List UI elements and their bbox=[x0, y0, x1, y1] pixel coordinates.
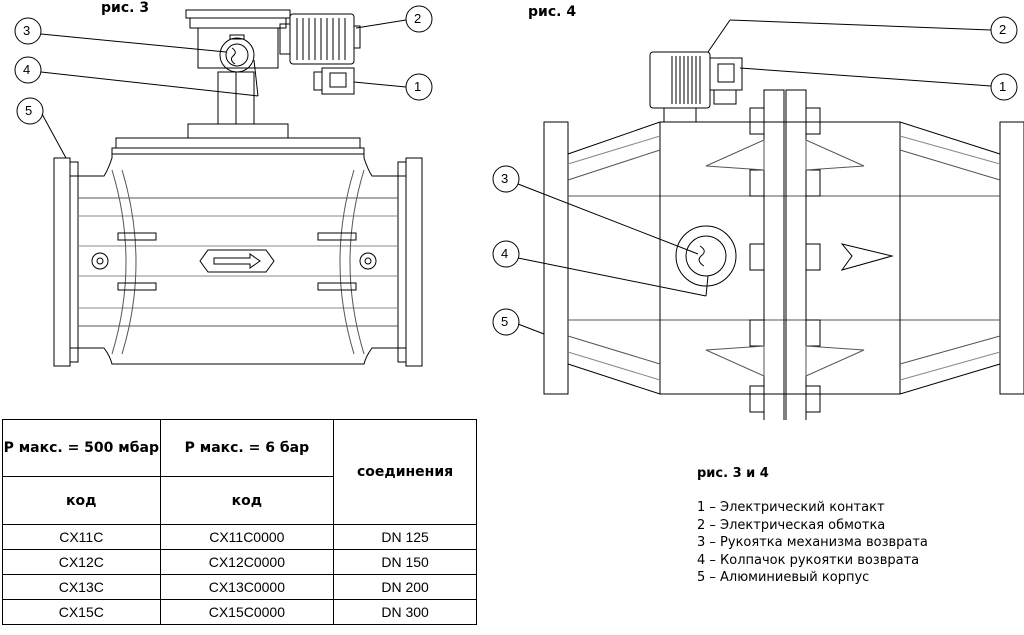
cell-connection: DN 150 bbox=[333, 549, 477, 575]
legend-title: рис. 3 и 4 bbox=[697, 466, 769, 481]
table-row: CX13C CX13C0000 DN 200 bbox=[2, 574, 477, 600]
header-pmax-500: P макс. = 500 мбар bbox=[2, 419, 161, 477]
cell-code-500: CX15C bbox=[2, 599, 161, 625]
table-row: CX11C CX11C0000 DN 125 bbox=[2, 524, 477, 550]
legend-item: 1 – Электрический контакт bbox=[697, 500, 885, 515]
fig3-callouts bbox=[15, 6, 432, 158]
header-code-500: код bbox=[2, 476, 161, 525]
specification-table: P макс. = 500 мбар P макс. = 6 бар соеди… bbox=[2, 419, 477, 625]
fig4-valve-drawing bbox=[544, 52, 1024, 420]
legend-item: 5 – Алюминиевый корпус bbox=[697, 570, 870, 585]
table-row: CX15C CX15C0000 DN 300 bbox=[2, 599, 477, 625]
cell-connection: DN 125 bbox=[333, 524, 477, 550]
table-row: CX12C CX12C0000 DN 150 bbox=[2, 549, 477, 575]
technical-drawings bbox=[0, 0, 1024, 420]
cell-code-6: CX12C0000 bbox=[159, 549, 335, 575]
cell-code-500: CX13C bbox=[2, 574, 161, 600]
fig3-valve-drawing bbox=[54, 10, 422, 366]
header-connections: соединения bbox=[333, 419, 477, 525]
cell-code-6: CX11C0000 bbox=[159, 524, 335, 550]
header-code-6: код bbox=[159, 476, 335, 525]
legend-item: 4 – Колпачок рукоятки возврата bbox=[697, 552, 920, 568]
fig4-label: рис. 4 bbox=[528, 4, 577, 20]
legend-item: 2 – Электрическая обмотка bbox=[697, 517, 886, 533]
cell-code-500: CX11C bbox=[2, 524, 161, 550]
cell-code-6: CX13C0000 bbox=[159, 574, 335, 600]
cell-code-500: CX12C bbox=[2, 549, 161, 575]
fig3-label: рис. 3 bbox=[101, 0, 150, 16]
legend-item: 3 – Рукоятка механизма возврата bbox=[697, 535, 928, 550]
cell-connection: DN 300 bbox=[333, 599, 477, 625]
cell-code-6: CX15C0000 bbox=[159, 599, 335, 625]
header-pmax-6: P макс. = 6 бар bbox=[159, 419, 335, 477]
legend-list: 1 – Электрический контакт 2 – Электричес… bbox=[697, 499, 928, 587]
cell-connection: DN 200 bbox=[333, 574, 477, 600]
fig4-callouts bbox=[493, 17, 1017, 335]
